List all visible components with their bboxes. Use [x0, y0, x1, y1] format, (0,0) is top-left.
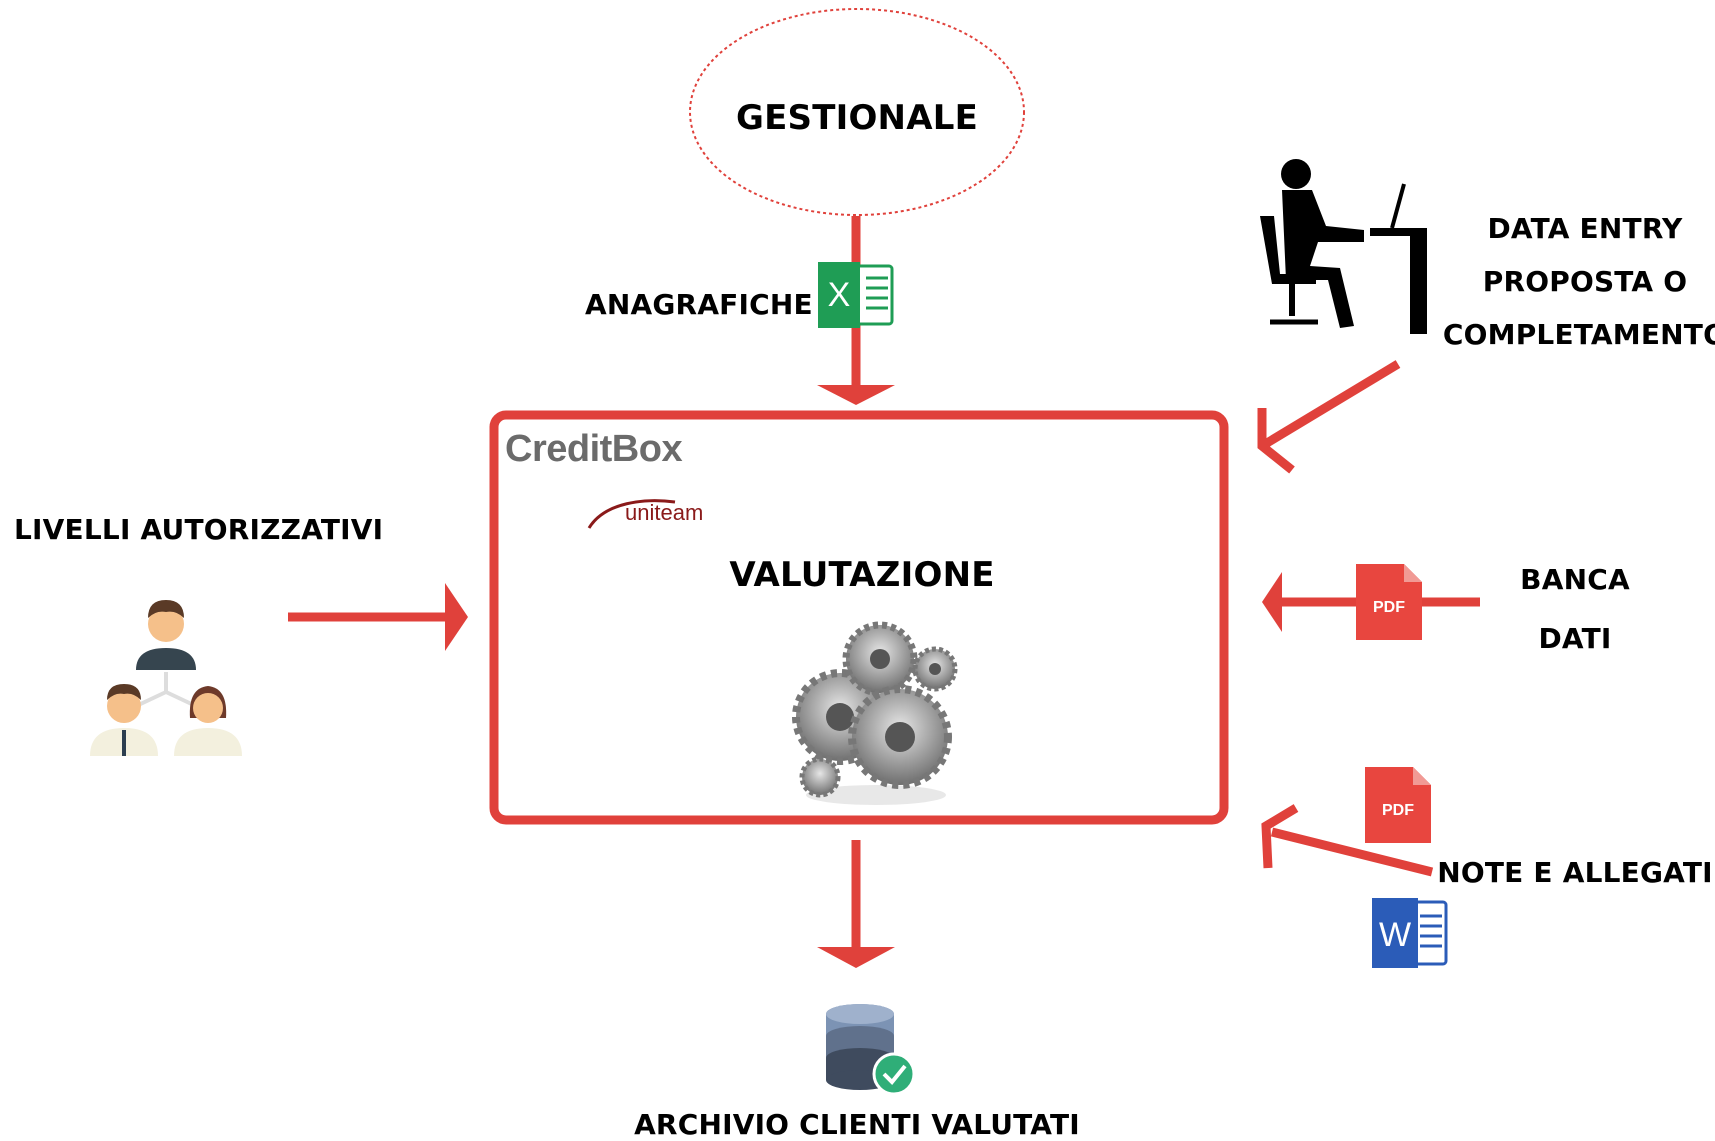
uniteam-text: uniteam: [625, 500, 704, 525]
data-entry-line3: COMPLETAMENTO: [1442, 318, 1715, 351]
person-at-computer-icon: [1252, 156, 1427, 334]
anagrafiche-label: ANAGRAFICHE: [585, 288, 813, 321]
arrow-dataentry-to-box: [1257, 360, 1401, 474]
arrow-note-to-box: [1261, 804, 1434, 877]
pdf-text-2: PDF: [1382, 802, 1414, 819]
database-check-icon: [826, 1002, 916, 1096]
note-allegati-label: NOTE E ALLEGATI: [1437, 856, 1713, 889]
creditbox-logo: CreditBox: [505, 428, 683, 470]
valutazione-label: VALUTAZIONE: [729, 555, 995, 595]
livelli-label: LIVELLI AUTORIZZATIVI: [14, 513, 384, 546]
valutazione-box: [489, 410, 1229, 825]
pdf-text-1: PDF: [1373, 599, 1405, 616]
user-hierarchy-icon: [88, 588, 244, 756]
excel-letter: X: [828, 276, 851, 314]
arrow-livelli-to-box: [288, 583, 468, 651]
word-file-icon: W: [1372, 898, 1448, 968]
word-letter: W: [1379, 916, 1411, 954]
data-entry-line1: DATA ENTRY: [1487, 212, 1683, 245]
pdf-file-icon: PDF: [1356, 564, 1422, 640]
banca-line1: BANCA: [1520, 563, 1630, 596]
gestionale-label: GESTIONALE: [735, 98, 979, 138]
banca-line2: DATI: [1538, 622, 1612, 655]
gestionale-ellipse: [689, 8, 1025, 216]
excel-file-icon: X: [818, 262, 894, 328]
gears-icon: [780, 617, 965, 807]
data-entry-line2: PROPOSTA O: [1482, 265, 1688, 298]
pdf-file-icon-note: PDF: [1365, 767, 1431, 843]
uniteam-logo: uniteam: [585, 492, 715, 532]
archivio-label: ARCHIVIO CLIENTI VALUTATI: [634, 1108, 1080, 1141]
arrow-box-to-archivio: [817, 840, 895, 968]
